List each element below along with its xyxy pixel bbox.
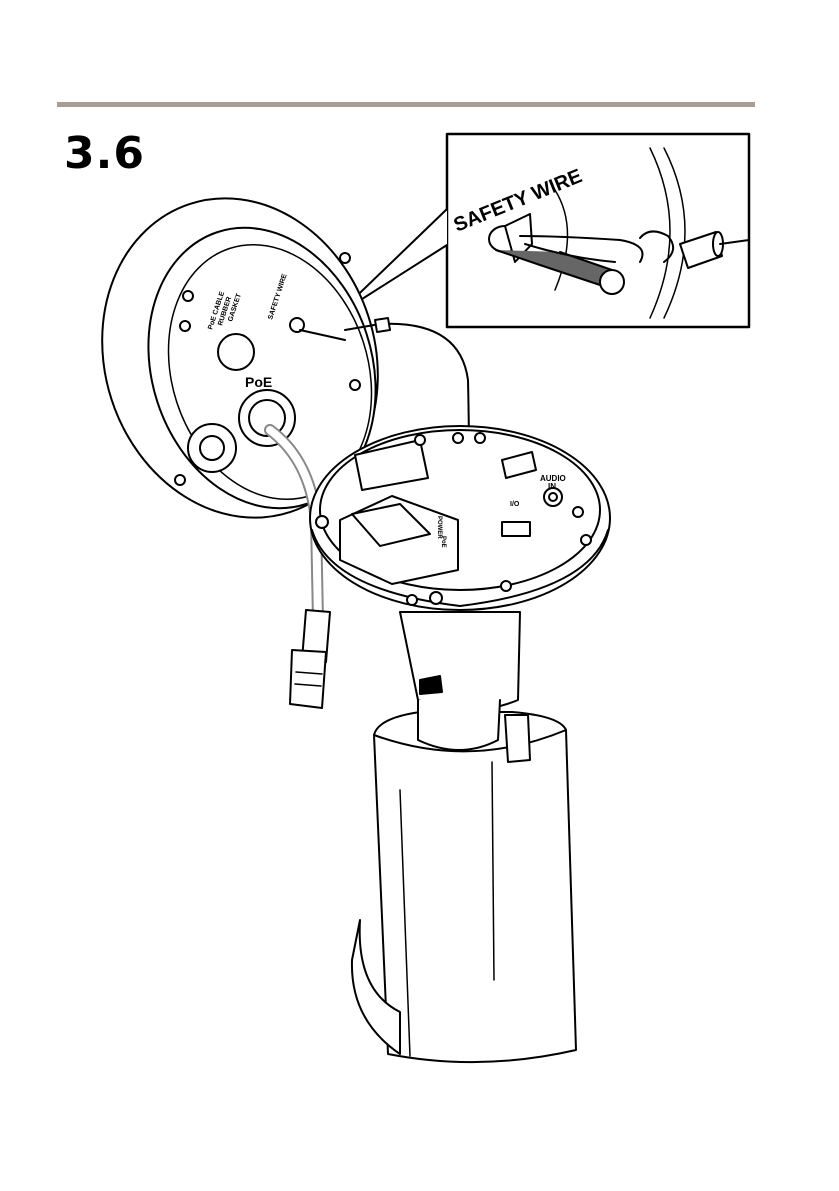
rj45-connector	[290, 650, 326, 708]
callout-box: SAFETY WIRE	[337, 134, 749, 327]
camera-body	[352, 712, 576, 1062]
poe-small-label: PoE	[440, 536, 446, 548]
gasket-port	[188, 424, 236, 472]
poe-label: PoE	[245, 374, 272, 390]
io-label: I/O	[510, 501, 520, 508]
camera-top-plate: POWER PoE I/O AUDIO IN	[310, 426, 610, 610]
audio-in-label-2: IN	[548, 482, 556, 491]
